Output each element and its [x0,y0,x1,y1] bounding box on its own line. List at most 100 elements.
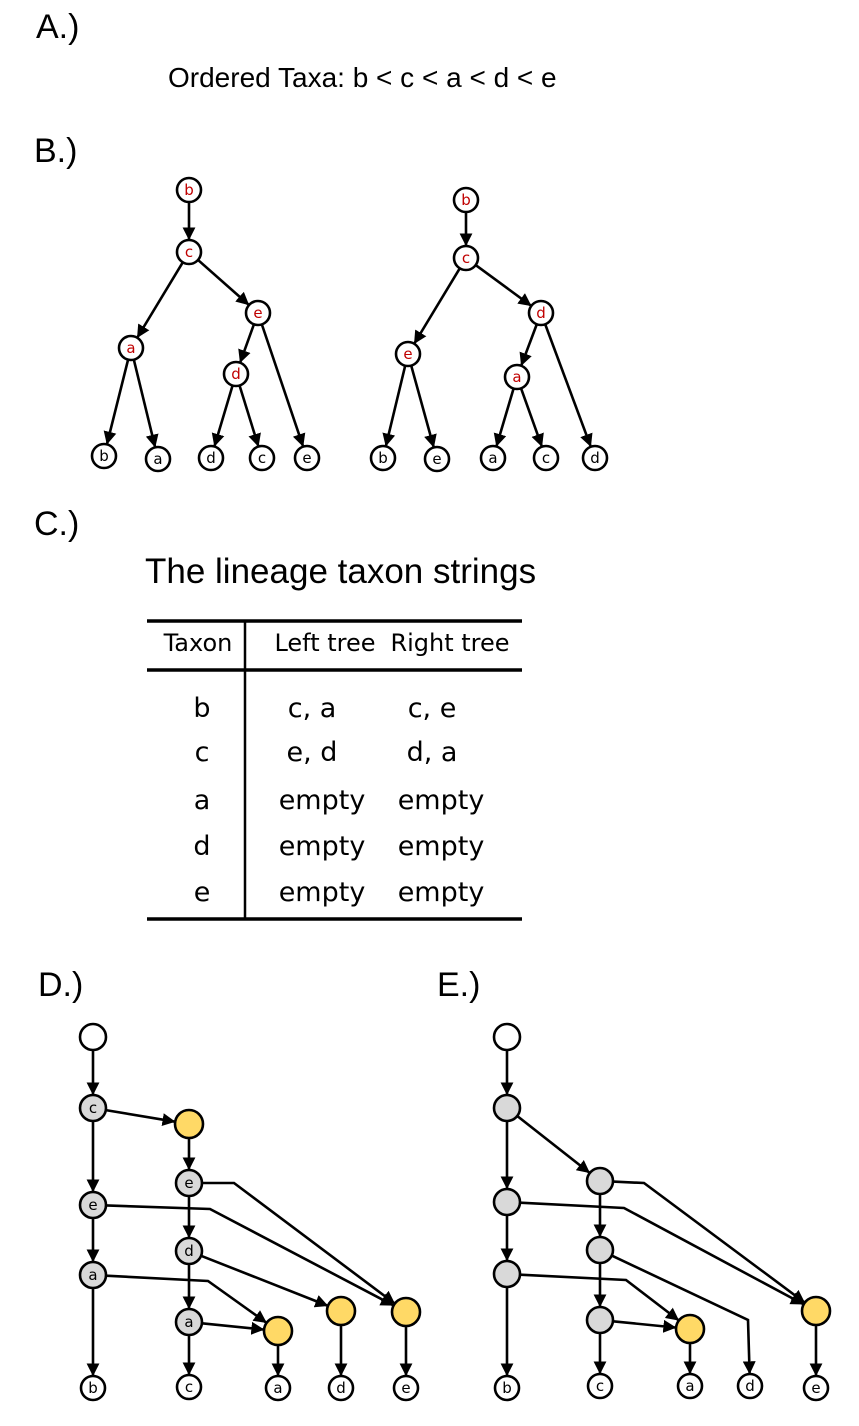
node-label: b [99,447,109,465]
panel-label-e: E.) [437,966,481,1004]
node-circle [79,1374,107,1402]
edge-R_e-to-R_lb [382,365,407,447]
node-label: b [378,449,388,467]
node-circle [90,442,118,470]
node-D_lc: c [175,1373,203,1401]
node-R_lc: c [532,444,560,472]
node-circle [117,334,145,362]
table-header-right-tree: Right tree [390,629,509,657]
node-label: b [502,1379,512,1397]
edge-D_e2-to-D_ye [105,1204,394,1307]
table-cell: empty [398,877,485,908]
node-circle [527,299,555,327]
table-title: The lineage taxon strings [145,552,537,591]
node-E_h1 [585,1166,615,1196]
node-D_la: a [264,1374,292,1402]
edges-layer [86,202,823,1377]
edge-R_e-to-R_le [409,365,437,448]
node-circle [676,1372,704,1400]
node-R_la: a [479,444,507,472]
node-E_g2 [492,1187,522,1217]
node-label: b [88,1379,98,1397]
node-D_ye [390,1296,422,1328]
node-L_lc: c [248,444,276,472]
node-E_h2 [585,1235,615,1265]
node-label: c [185,1378,193,1396]
node-E_lb: b [493,1374,521,1402]
node-circle [452,186,480,214]
node-circle [293,444,321,472]
node-circle [394,340,422,368]
node-circle [392,1374,420,1402]
node-circle [264,1374,292,1402]
node-circle [492,1259,522,1289]
node-E_g1 [492,1093,522,1123]
node-circle [244,299,272,327]
node-circle [369,444,397,472]
node-circle [174,1168,204,1198]
ordered-taxa-text: Ordered Taxa: b < c < a < d < e [168,62,557,93]
node-circle [174,1236,204,1266]
table-cell: a [194,785,211,816]
node-circle [78,1022,108,1052]
edge-R_c-to-R_d [474,264,532,307]
node-label: e [401,1379,410,1397]
node-label: c [596,1377,604,1395]
node-R_a: a [503,363,531,391]
node-circle [173,1108,205,1140]
node-E_ld: d [736,1372,764,1400]
node-label: d [231,365,241,383]
node-label: a [126,339,135,357]
edge-L_c-to-L_e [197,258,250,306]
node-D_a1: a [78,1260,108,1290]
node-circle [197,444,225,472]
edge-L_a-to-L_lb [103,359,130,445]
table-cell: e, d [287,737,338,768]
edge-D_a1-to-D_ya [105,1274,267,1324]
lineage-table: Taxon Left tree Right tree b c, a c, e c… [147,619,522,921]
node-circle [532,444,560,472]
node-label: e [302,449,311,467]
node-label: d [590,449,600,467]
edge-R_d-to-R_ld [543,323,593,448]
edge-E_h1-to-E_ye [612,1180,806,1304]
edge-E_g2-to-E_ye [519,1201,804,1306]
node-D_yd [325,1295,357,1327]
edge-D_a2-to-D_ya [201,1321,265,1335]
node-label: c [542,449,550,467]
table-cell: c, a [288,693,337,724]
edge-R_d-to-R_a [519,323,539,367]
node-label: c [258,449,266,467]
edge-E_h3-to-E_ya [612,1319,677,1333]
node-L_le: e [293,444,321,472]
table-cell: c [195,737,210,768]
node-circle [327,1374,355,1402]
node-R_b: b [452,186,480,214]
table-cell: b [193,693,210,724]
node-circle [492,1022,522,1052]
node-D_ya [262,1315,294,1347]
node-circle [144,445,172,473]
node-circle [174,1307,204,1337]
node-E_g3 [492,1259,522,1289]
node-circle [800,1295,832,1327]
panel-label-a: A.) [36,8,80,46]
node-circle [78,1093,108,1123]
node-circle [585,1305,615,1335]
node-D_e2: e [78,1190,108,1220]
node-E_ye [800,1295,832,1327]
node-E_le: e [802,1374,830,1402]
node-circle [503,363,531,391]
node-D_e1: e [174,1168,204,1198]
node-circle [736,1372,764,1400]
node-D_ld: d [327,1374,355,1402]
node-L_b: b [175,176,203,204]
node-circle [452,244,480,272]
node-circle [585,1166,615,1196]
node-circle [175,1373,203,1401]
edge-D_c-to-D_y1 [105,1108,176,1127]
node-label: a [685,1377,694,1395]
node-label: c [462,249,470,267]
node-circle [175,176,203,204]
node-circle [581,444,609,472]
